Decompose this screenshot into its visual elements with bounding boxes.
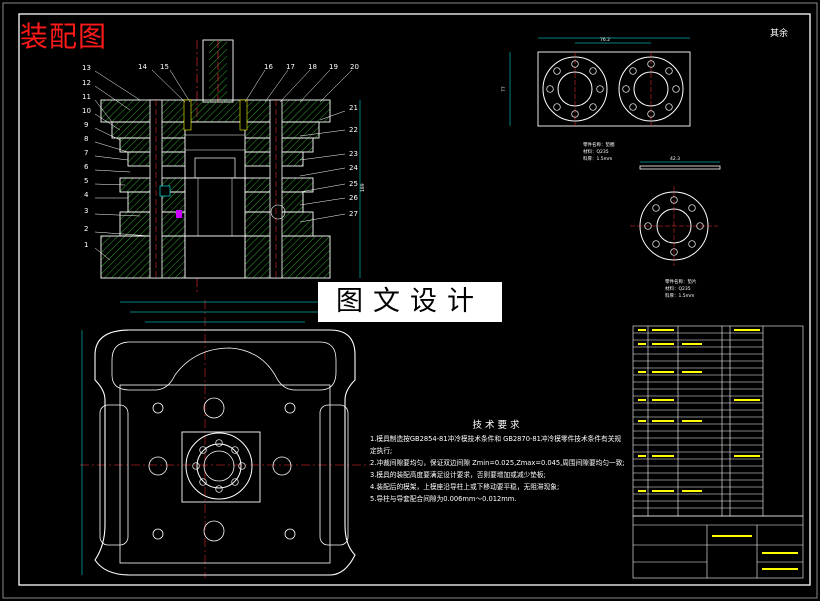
svg-text:零件名称：垫圈: 零件名称：垫圈 [583,141,615,148]
part-num-26: 26 [349,194,358,202]
part-num-6: 6 [84,163,89,171]
tech-line-4: 4.装配后的模架，上模座沿导柱上或下移动要平稳，无阻滞现象; [370,483,560,491]
tech-requirements-heading: 技术要求 [472,420,523,431]
part-num-27: 27 [349,210,358,218]
svg-text:42.3: 42.3 [670,156,680,162]
bom-text-fill [638,329,798,570]
part-num-11: 11 [82,93,91,101]
part-drawing-gasket: 42.3 零件名称：垫片 材料：Q235 料厚：1.5mm [630,156,721,299]
part-num-7: 7 [84,149,88,157]
tech-line-1: 1.模具制造按GB2854-81冲冷模技术条件和 GB2870-81冲冷模零件技… [370,435,622,455]
part-num-5: 5 [84,177,88,185]
part-num-16: 16 [264,63,273,71]
part-num-2: 2 [84,225,88,233]
part-num-19: 19 [329,63,338,71]
part-num-23: 23 [349,150,358,158]
technical-requirements: 技术要求 1.模具制造按GB2854-81冲冷模技术条件和 GB2870-81冲… [370,420,625,505]
svg-text:77: 77 [501,86,507,92]
svg-text:76.2: 76.2 [600,37,610,43]
part-num-25: 25 [349,180,358,188]
tech-line-3: 3.模具的装配高度要满足设计要求，否则要增加或减少垫板; [370,471,546,479]
watermark-banner: 图文设计 [318,282,502,322]
svg-text:零件名称：垫片: 零件名称：垫片 [665,278,697,285]
bill-of-materials [632,325,804,579]
part-num-13: 13 [82,64,91,72]
tech-line-2: 2.冲裁间隙要均匀，保证双边间隙 Zmin=0.025,Zmax=0.045,周… [370,459,625,467]
assembly-top-view [80,300,370,578]
part-num-10: 10 [82,107,91,115]
part-num-8: 8 [84,135,88,143]
sheet-border-inner [18,13,811,586]
svg-text:料厚：1.5mm: 料厚：1.5mm [665,292,694,299]
part-num-1: 1 [84,241,88,249]
part-num-21: 21 [349,104,358,112]
assembly-section-view: 189 [100,39,366,292]
svg-text:189: 189 [360,183,366,192]
drawing-title: 装配图 [20,20,108,53]
part-num-20: 20 [350,63,359,71]
part-num-12: 12 [82,79,91,87]
part-num-4: 4 [84,191,89,199]
part-num-3: 3 [84,207,88,215]
part-num-14: 14 [138,63,147,71]
tech-line-5: 5.导柱与导套配合间隙为0.006mm～0.012mm. [370,495,517,503]
part-num-15: 15 [160,63,169,71]
part-num-18: 18 [308,63,317,71]
svg-text:材料：Q235: 材料：Q235 [665,285,691,292]
part-num-22: 22 [349,126,358,134]
part-callouts-left [94,69,353,261]
roughness-note: 其余 [770,29,789,39]
part-num-24: 24 [349,164,358,172]
part-drawing-washer: 76.2 77 零件名称：垫圈 材料：Q235 料厚：1.5mm [501,37,691,162]
svg-text:料厚：1.5mm: 料厚：1.5mm [583,155,612,162]
part-num-9: 9 [84,121,88,129]
svg-text:材料：Q235: 材料：Q235 [583,148,609,155]
part-numbers: 13 12 11 10 9 8 7 6 5 4 3 2 1 14 15 16 1… [82,63,359,249]
part-num-17: 17 [286,63,295,71]
